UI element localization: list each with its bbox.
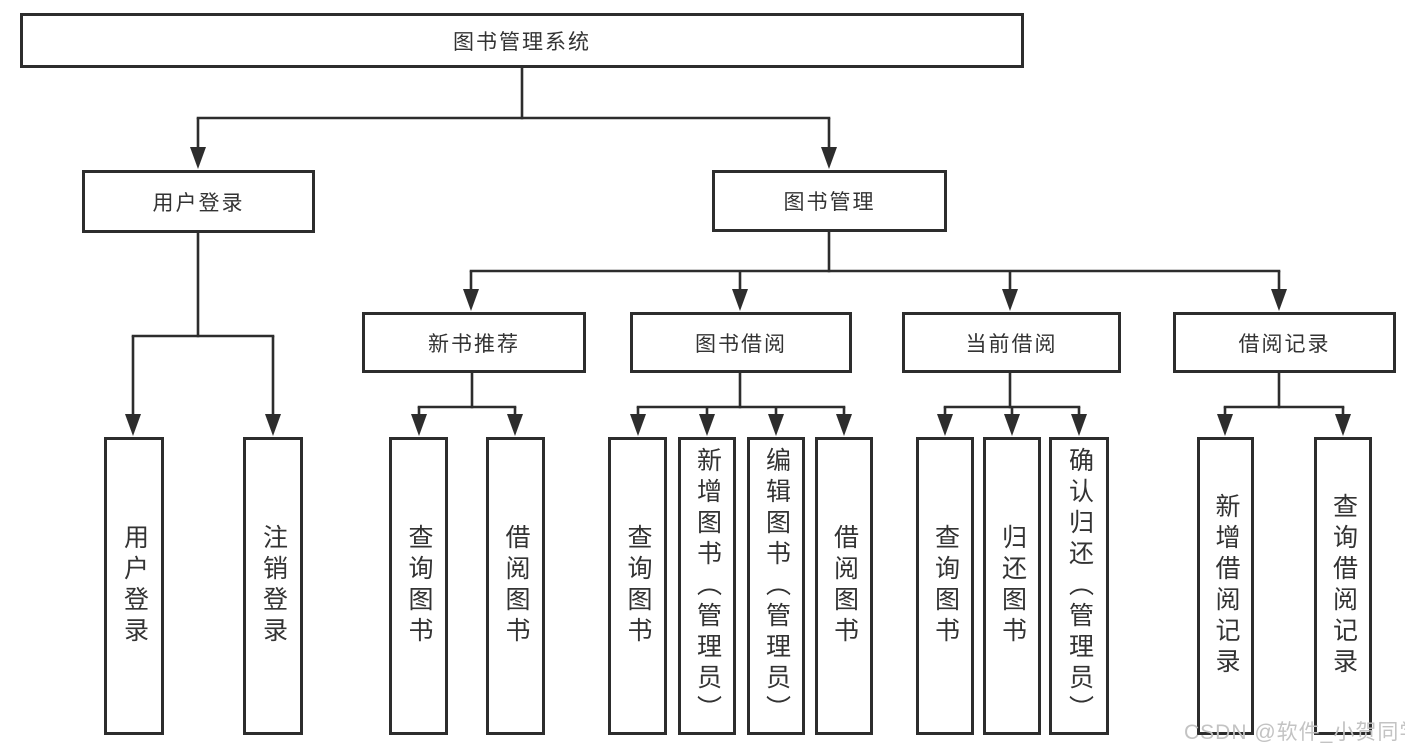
leaf-query-books: 查询图书	[389, 437, 448, 735]
arrow-down-icon	[732, 289, 748, 311]
connector-newbook-to-children	[411, 373, 523, 436]
node-current-borrowing: 当前借阅	[902, 312, 1121, 373]
leaf-borrow-books: 借阅图书	[815, 437, 873, 735]
arrow-down-icon	[411, 414, 427, 436]
connector-borrow-to-children	[630, 373, 852, 436]
arrow-down-icon	[768, 414, 784, 436]
leaf-query-books: 查询图书	[608, 437, 667, 735]
leaf-confirm-return-admin: 确认归还（管理员）	[1049, 437, 1109, 735]
node-book-borrowing: 图书借阅	[630, 312, 852, 373]
leaf-edit-books-admin: 编辑图书（管理员）	[747, 437, 805, 735]
arrow-down-icon	[1071, 414, 1087, 436]
arrow-down-icon	[190, 147, 206, 169]
arrow-down-icon	[699, 414, 715, 436]
arrow-down-icon	[821, 147, 837, 169]
arrow-down-icon	[1335, 414, 1351, 436]
node-new-book-recommend: 新书推荐	[362, 312, 586, 373]
arrow-down-icon	[836, 414, 852, 436]
arrow-down-icon	[507, 414, 523, 436]
leaf-logout-login: 注销登录	[243, 437, 303, 735]
arrow-down-icon	[463, 289, 479, 311]
connector-login-to-children	[125, 232, 281, 436]
arrow-down-icon	[1002, 289, 1018, 311]
connector-manage-to-level3	[463, 232, 1287, 311]
arrow-down-icon	[630, 414, 646, 436]
connector-record-to-children	[1217, 373, 1351, 436]
leaf-add-borrow-record: 新增借阅记录	[1197, 437, 1254, 735]
arrow-down-icon	[1271, 289, 1287, 311]
arrow-down-icon	[265, 414, 281, 436]
connector-root-to-level2	[190, 66, 837, 169]
node-borrowing-records: 借阅记录	[1173, 312, 1396, 373]
leaf-query-books: 查询图书	[916, 437, 974, 735]
arrow-down-icon	[1217, 414, 1233, 436]
leaf-borrow-books: 借阅图书	[486, 437, 545, 735]
leaf-return-books: 归还图书	[983, 437, 1041, 735]
arrow-down-icon	[125, 414, 141, 436]
node-book-management: 图书管理	[712, 170, 947, 232]
arrow-down-icon	[1004, 414, 1020, 436]
node-library-management-system: 图书管理系统	[20, 13, 1024, 68]
connector-current-to-children	[937, 373, 1087, 436]
watermark: CSDN @软件_小贺同学	[1184, 721, 1405, 744]
node-user-login: 用户登录	[82, 170, 315, 233]
leaf-add-books-admin: 新增图书（管理员）	[678, 437, 736, 735]
arrow-down-icon	[937, 414, 953, 436]
leaf-query-borrow-record: 查询借阅记录	[1314, 437, 1372, 735]
leaf-user-login: 用户登录	[104, 437, 164, 735]
